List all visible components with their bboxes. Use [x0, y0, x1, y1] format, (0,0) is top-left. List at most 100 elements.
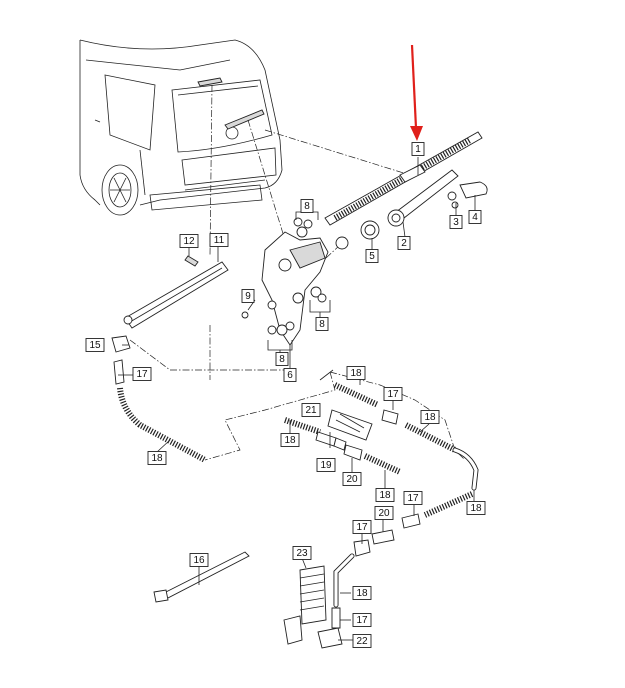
callout-box [374, 506, 394, 520]
callout-box [283, 368, 297, 382]
callout-c17d: 17 [352, 520, 372, 534]
callout-number: 17 [356, 615, 368, 626]
callout-number: 18 [151, 453, 163, 464]
wiper-motor [241, 217, 329, 346]
callout-c23: 23 [292, 546, 312, 560]
callout-c15: 15 [85, 338, 105, 352]
callout-number: 6 [287, 370, 293, 381]
callout-c11: 11 [209, 233, 229, 247]
callout-number: 16 [193, 555, 205, 566]
callout-box [280, 433, 300, 447]
right-hose-system [284, 382, 479, 629]
callout-box [209, 233, 229, 247]
callout-box [300, 199, 314, 213]
callout-box [403, 491, 423, 505]
callout-c18a: 18 [147, 451, 167, 465]
callout-number: 5 [369, 251, 375, 262]
callout-c21: 21 [301, 403, 321, 417]
callout-c17e: 17 [352, 613, 372, 627]
callout-c19: 19 [316, 458, 336, 472]
callout-box [468, 210, 482, 224]
callout-box [275, 352, 289, 366]
seal-and-nut [335, 220, 380, 250]
washer-pump [283, 565, 343, 649]
callout-box [352, 520, 372, 534]
callout-c8a: 8 [300, 199, 314, 213]
callout-c3: 3 [449, 215, 463, 229]
callout-number: 18 [470, 503, 482, 514]
callout-number: 9 [245, 291, 251, 302]
callout-box [466, 501, 486, 515]
callout-number: 1 [415, 144, 421, 155]
callout-number: 11 [214, 235, 225, 246]
callout-box [420, 410, 440, 424]
callout-box [352, 613, 372, 627]
grommet-15 [111, 335, 131, 353]
callout-c5: 5 [365, 249, 379, 263]
callout-box [346, 366, 366, 380]
callout-number: 18 [424, 412, 436, 423]
callout-number: 8 [319, 319, 325, 330]
trim-strip [123, 255, 229, 329]
callout-c18b: 18 [346, 366, 366, 380]
callout-number: 17 [356, 522, 368, 533]
callout-box [316, 458, 336, 472]
callout-box [292, 546, 312, 560]
callout-number: 23 [296, 548, 308, 559]
callout-box [352, 634, 372, 648]
callout-number: 3 [453, 217, 459, 228]
callout-c6: 6 [283, 368, 297, 382]
callout-number: 17 [407, 493, 419, 504]
callout-number: 20 [378, 508, 390, 519]
callout-number: 12 [183, 236, 195, 247]
callout-number: 18 [356, 588, 368, 599]
reference-lines [129, 84, 466, 461]
callout-c22: 22 [352, 634, 372, 648]
callout-box [315, 317, 329, 331]
callout-box [352, 586, 372, 600]
callout-c18f: 18 [466, 501, 486, 515]
callout-c20a: 20 [342, 472, 362, 486]
callout-c18g: 18 [352, 586, 372, 600]
callout-number: 19 [320, 460, 332, 471]
callout-c12: 12 [179, 234, 199, 248]
callout-c2: 2 [397, 236, 411, 250]
callout-c4: 4 [468, 210, 482, 224]
callout-box [85, 338, 105, 352]
callout-number: 22 [356, 636, 368, 647]
callout-number: 8 [279, 354, 285, 365]
callout-c17a: 17 [132, 367, 152, 381]
callout-box [397, 236, 411, 250]
callout-box [179, 234, 199, 248]
callout-number: 2 [401, 238, 407, 249]
callout-number: 18 [379, 490, 391, 501]
callout-box [383, 387, 403, 401]
callout-c8c: 8 [275, 352, 289, 366]
callout-c18e: 18 [375, 488, 395, 502]
callout-box [147, 451, 167, 465]
callout-box [301, 403, 321, 417]
callout-number: 17 [136, 369, 148, 380]
callout-box [241, 289, 255, 303]
callout-box [375, 488, 395, 502]
wiper-arm [387, 169, 459, 227]
callout-c1: 1 [411, 142, 425, 156]
callout-c9: 9 [241, 289, 255, 303]
callout-box [132, 367, 152, 381]
callout-box [189, 553, 209, 567]
wiper-blade [324, 131, 483, 226]
callout-box [365, 249, 379, 263]
vehicle-rear-illustration [79, 39, 283, 216]
callout-number: 18 [350, 368, 362, 379]
callout-box [411, 142, 425, 156]
callout-c18c: 18 [420, 410, 440, 424]
callout-number: 18 [284, 435, 296, 446]
callout-number: 4 [472, 212, 478, 223]
leader-lines [118, 157, 476, 641]
callout-number: 21 [305, 405, 317, 416]
callout-number: 20 [346, 474, 358, 485]
callout-number: 15 [89, 340, 101, 351]
callout-number: 8 [304, 201, 310, 212]
